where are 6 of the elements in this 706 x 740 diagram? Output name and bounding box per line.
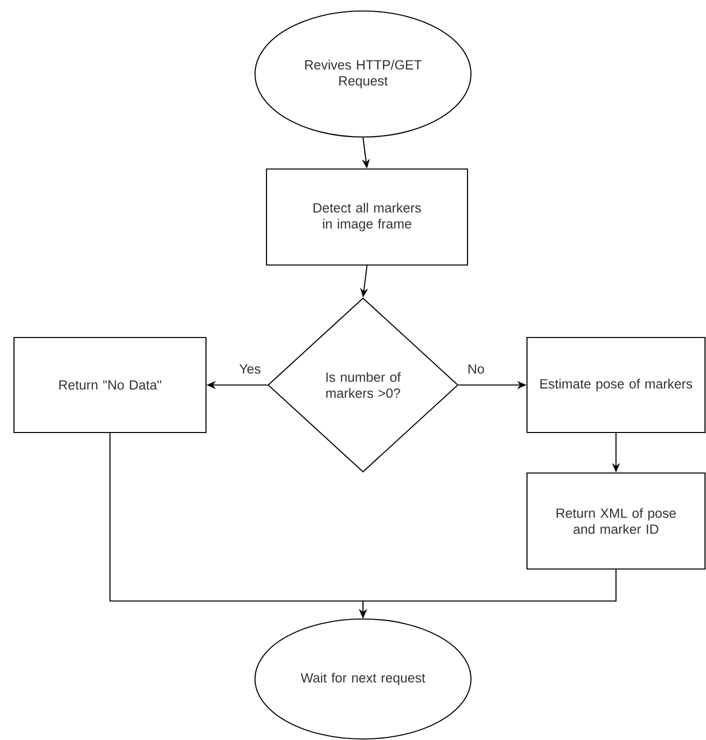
edge-label: Yes xyxy=(238,363,262,375)
process-box: Detect all markers in image frame xyxy=(266,168,468,266)
process-box: Return XML of pose and marker ID xyxy=(526,472,706,570)
process-box: Estimate pose of markers xyxy=(526,336,706,434)
process-box: Return "No Data" xyxy=(13,336,207,434)
edge-label: No xyxy=(466,363,486,375)
